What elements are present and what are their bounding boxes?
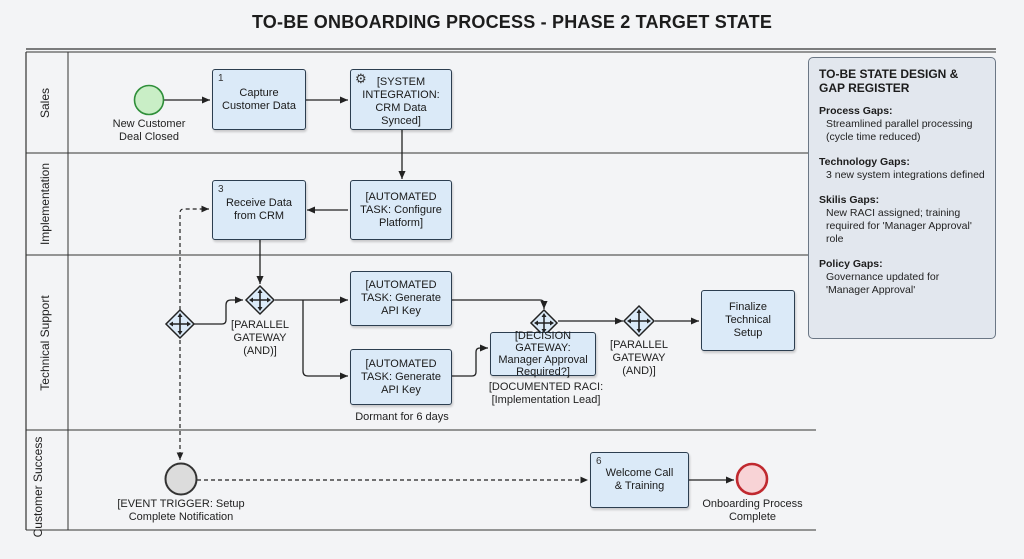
gap-heading-policy: Policy Gaps: bbox=[819, 258, 883, 270]
task-generate-api-key-1[interactable]: [AUTOMATED TASK: Generate API Key bbox=[350, 271, 452, 326]
gap-heading-process: Process Gaps: bbox=[819, 105, 893, 117]
task-label: [AUTOMATED TASK: Generate API Key bbox=[361, 279, 441, 317]
task-label: Capture Customer Data bbox=[222, 86, 296, 112]
task-configure-platform[interactable]: [AUTOMATED TASK: Configure Platform] bbox=[350, 180, 452, 240]
parallel-gateway-split bbox=[244, 284, 276, 316]
gear-icon: ⚙ bbox=[355, 71, 367, 86]
task-label: Welcome Call & Training bbox=[605, 467, 674, 492]
gap-heading-technology: Technology Gaps: bbox=[819, 156, 910, 168]
decision-gateway bbox=[529, 308, 559, 338]
page-title: TO-BE ONBOARDING PROCESS - PHASE 2 TARGE… bbox=[251, 12, 773, 32]
gap-text-skills: New RACI assigned; training required for… bbox=[826, 207, 972, 245]
task-generate-api-key-2[interactable]: [AUTOMATED TASK: Generate API Key bbox=[350, 349, 452, 405]
message-flows bbox=[176, 205, 588, 484]
parallel-gateway-icon bbox=[627, 309, 651, 333]
start-event bbox=[133, 84, 165, 116]
lane-label-implementation: Implementation bbox=[38, 162, 52, 246]
gap-register-title: TO-BE STATE DESIGN & GAP REGISTER bbox=[819, 67, 959, 95]
flow-api-key-2-to-decision bbox=[452, 344, 488, 377]
flow-api-key-1-to-decision bbox=[452, 299, 548, 309]
swimlane-frame bbox=[25, 48, 996, 531]
flow-left-gateway-to-split bbox=[193, 296, 243, 325]
end-event-label: Onboarding Process Complete bbox=[702, 498, 803, 523]
task-label: [DECISION GATEWAY: Manager Approval Requ… bbox=[498, 330, 588, 378]
gap-text-policy: Governance updated for 'Manager Approval… bbox=[826, 271, 940, 296]
task-decision-manager-approval[interactable]: [DECISION GATEWAY: Manager Approval Requ… bbox=[490, 330, 596, 378]
task-finalize-technical-setup[interactable]: Finalize Technical Setup bbox=[701, 290, 795, 351]
parallel-gateway-left bbox=[164, 308, 196, 340]
gap-heading-skills: Skilis Gaps: bbox=[819, 194, 880, 206]
parallel-gateway-icon bbox=[249, 289, 271, 311]
task-label: Finalize Technical Setup bbox=[725, 301, 771, 339]
sequence-flows bbox=[164, 96, 734, 484]
parallel-gateway-icon bbox=[169, 313, 191, 335]
task-number: 6 bbox=[596, 456, 602, 467]
task-receive-data[interactable]: 3 Receive Data from CRM bbox=[212, 180, 306, 240]
gap-text-process: Streamlined parallel processing (cycle t… bbox=[826, 118, 973, 143]
gap-register-panel: TO-BE STATE DESIGN & GAP REGISTER Proces… bbox=[808, 57, 996, 339]
task-number: 1 bbox=[218, 73, 224, 84]
task-capture-customer-data[interactable]: 1 Capture Customer Data bbox=[212, 69, 306, 130]
trigger-event-label: [EVENT TRIGGER: Setup Complete Notificat… bbox=[117, 498, 245, 523]
task-system-integration[interactable]: ⚙ [SYSTEM INTEGRATION: CRM Data Synced] bbox=[350, 69, 452, 130]
end-event bbox=[735, 462, 769, 496]
task-label: [AUTOMATED TASK: Generate API Key bbox=[361, 357, 441, 396]
lane-label-technical-support: Technical Support bbox=[38, 295, 52, 391]
start-event-label: New Customer Deal Closed bbox=[112, 118, 186, 143]
message-flow-gateway-to-receive bbox=[179, 205, 209, 310]
task-label: [AUTOMATED TASK: Configure Platform] bbox=[360, 190, 442, 229]
task-number: 3 bbox=[218, 184, 224, 195]
task-label: Receive Data from CRM bbox=[225, 197, 293, 222]
parallel-gateway-split-label: [PARALLEL GATEWAY (AND)] bbox=[231, 319, 289, 357]
parallel-gateway-join bbox=[622, 304, 656, 338]
lane-label-customer-success: Customer Success bbox=[31, 436, 45, 538]
raci-annotation: [DOCUMENTED RACI: [Implementation Lead] bbox=[488, 381, 604, 406]
intermediate-event-trigger bbox=[164, 462, 198, 496]
gap-text-technology: 3 new system integrations defined bbox=[826, 169, 985, 181]
task-welcome-call[interactable]: 6 Welcome Call & Training bbox=[590, 452, 689, 508]
flow-split-to-api-key-2 bbox=[302, 300, 348, 380]
parallel-gateway-icon bbox=[534, 313, 554, 333]
task-label: [SYSTEM INTEGRATION: CRM Data Synced] bbox=[362, 75, 440, 127]
dormant-annotation: Dormant for 6 days bbox=[355, 411, 449, 423]
parallel-gateway-join-label: [PARALLEL GATEWAY (AND)] bbox=[610, 339, 668, 377]
